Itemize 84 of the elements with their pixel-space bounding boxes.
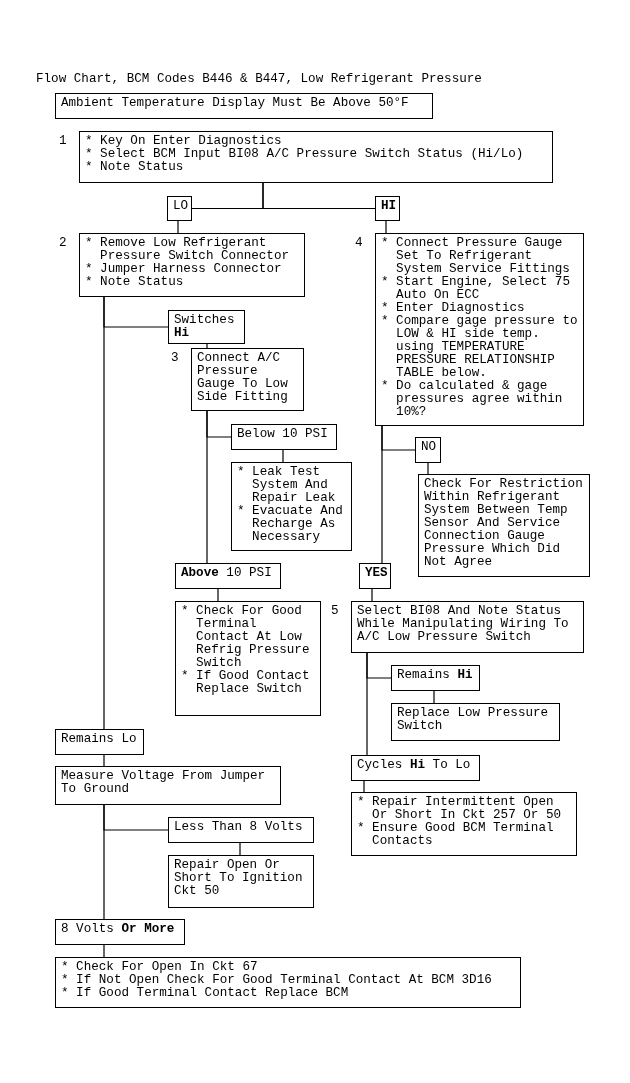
connector-line — [239, 842, 241, 856]
box-text: * Leak Test System And Repair Leak — [237, 466, 337, 505]
box-text: * Do calculated & gage pressures agree within 10%? — [381, 380, 564, 419]
connector-line — [371, 588, 373, 602]
step-number: 4 — [355, 237, 363, 250]
step-number: 2 — [59, 237, 67, 250]
box-text: Cycles Hi To Lo — [357, 759, 472, 772]
box-text: Check For Restriction Within Refrigerant System Between Temp Sensor And Service Connection Gauge Pressure Which Did Not Agree — [424, 478, 584, 569]
box-text: * Remove Low Refrigerant Pressure Switch Connector — [85, 237, 291, 263]
connector-line — [217, 588, 219, 602]
connector-line — [427, 462, 429, 475]
chart-title: Flow Chart, BCM Codes B446 & B447, Low Refrigerant Pressure — [36, 73, 482, 86]
process-box — [55, 957, 521, 1008]
connector-line — [206, 410, 208, 564]
box-text: NO — [421, 441, 435, 454]
process-box — [168, 817, 314, 843]
step-number: 1 — [59, 135, 67, 148]
box-text: * Note Status — [85, 161, 185, 174]
connector-line — [103, 296, 105, 730]
process-box — [351, 755, 480, 781]
box-text: HI — [381, 200, 394, 213]
box-text: Above 10 PSI — [181, 567, 273, 580]
box-text: * Connect Pressure Gauge Set To Refrigerant System Service Fittings — [381, 237, 571, 276]
process-box — [167, 196, 192, 221]
connector-line — [282, 449, 284, 463]
step-number: 3 — [171, 352, 179, 365]
box-text: Less Than 8 Volts — [174, 821, 304, 834]
box-text: Connect A/C Pressure Gauge To Low Side Fitting — [197, 352, 289, 404]
box-text: * Repair Intermittent Open Or Short In Ckt 257 Or 50 — [357, 796, 563, 822]
box-text: Replace Low Pressure Switch — [397, 707, 550, 733]
connector-line — [381, 425, 383, 564]
process-box — [168, 855, 314, 908]
box-text: * If Good Contact Replace Switch — [181, 670, 311, 696]
box-text: * Start Engine, Select 75 Auto On ECC — [381, 276, 571, 302]
box-text: * If Not Open Check For Good Terminal Contact At BCM 3D16 — [61, 974, 493, 987]
step-number: 5 — [331, 605, 339, 618]
box-text: Switches Hi — [174, 314, 236, 340]
process-box — [418, 474, 590, 577]
box-text: Below 10 PSI — [237, 428, 329, 441]
box-text: Ambient Temperature Display Must Be Above 50°F — [61, 97, 410, 110]
box-text: Repair Open Or Short To Ignition Ckt 50 — [174, 859, 304, 898]
process-box — [375, 196, 400, 221]
box-text: Select BI08 And Note Status While Manipulating Wiring To A/C Low Pressure Switch — [357, 605, 570, 644]
process-box — [55, 919, 185, 945]
connector-line — [103, 944, 105, 958]
box-text: * If Good Terminal Contact Replace BCM — [61, 987, 350, 1000]
process-box — [168, 310, 245, 344]
process-box — [175, 601, 321, 716]
connector-line — [206, 343, 208, 349]
process-box — [351, 792, 577, 856]
box-text: Measure Voltage From Jumper To Ground — [61, 770, 267, 796]
box-text: * Enter Diagnostics — [381, 302, 526, 315]
connector-line — [366, 652, 368, 756]
process-box — [231, 462, 352, 551]
connector-line — [385, 220, 387, 234]
process-box — [55, 729, 144, 755]
box-text: * Ensure Good BCM Terminal Contacts — [357, 822, 555, 848]
box-text: YES — [365, 567, 385, 580]
process-box — [175, 563, 281, 589]
process-box — [55, 766, 281, 805]
box-text: * Compare gage pressure to LOW & HI side temp. using TEMPERATURE PRESSURE RELATIONSHIP TABLE below. — [381, 315, 578, 380]
process-box — [415, 437, 441, 463]
process-box — [55, 93, 433, 119]
box-text: LO — [173, 200, 186, 213]
box-text: * Select BCM Input BI08 A/C Pressure Switch Status (Hi/Lo) — [85, 148, 525, 161]
box-text: * Check For Open In Ckt 67 — [61, 961, 259, 974]
connector-line — [103, 804, 105, 920]
process-box — [391, 665, 480, 691]
process-box — [231, 424, 337, 450]
connector-line — [433, 690, 435, 704]
process-box — [359, 563, 391, 589]
box-text: * Check For Good Terminal Contact At Low Refrig Pressure Switch — [181, 605, 311, 670]
box-text: Remains Hi — [397, 669, 474, 682]
box-text: * Note Status — [85, 276, 185, 289]
box-text: * Evacuate And Recharge As Necessary — [237, 505, 344, 544]
box-text: * Key On Enter Diagnostics — [85, 135, 283, 148]
box-text: * Jumper Harness Connector — [85, 263, 283, 276]
connector-line — [363, 780, 365, 793]
box-text: 8 Volts Or More — [61, 923, 176, 936]
connector-line — [177, 220, 179, 234]
connector-line — [262, 182, 376, 210]
process-box — [391, 703, 560, 741]
connector-line — [103, 754, 105, 767]
box-text: Remains Lo — [61, 733, 138, 746]
